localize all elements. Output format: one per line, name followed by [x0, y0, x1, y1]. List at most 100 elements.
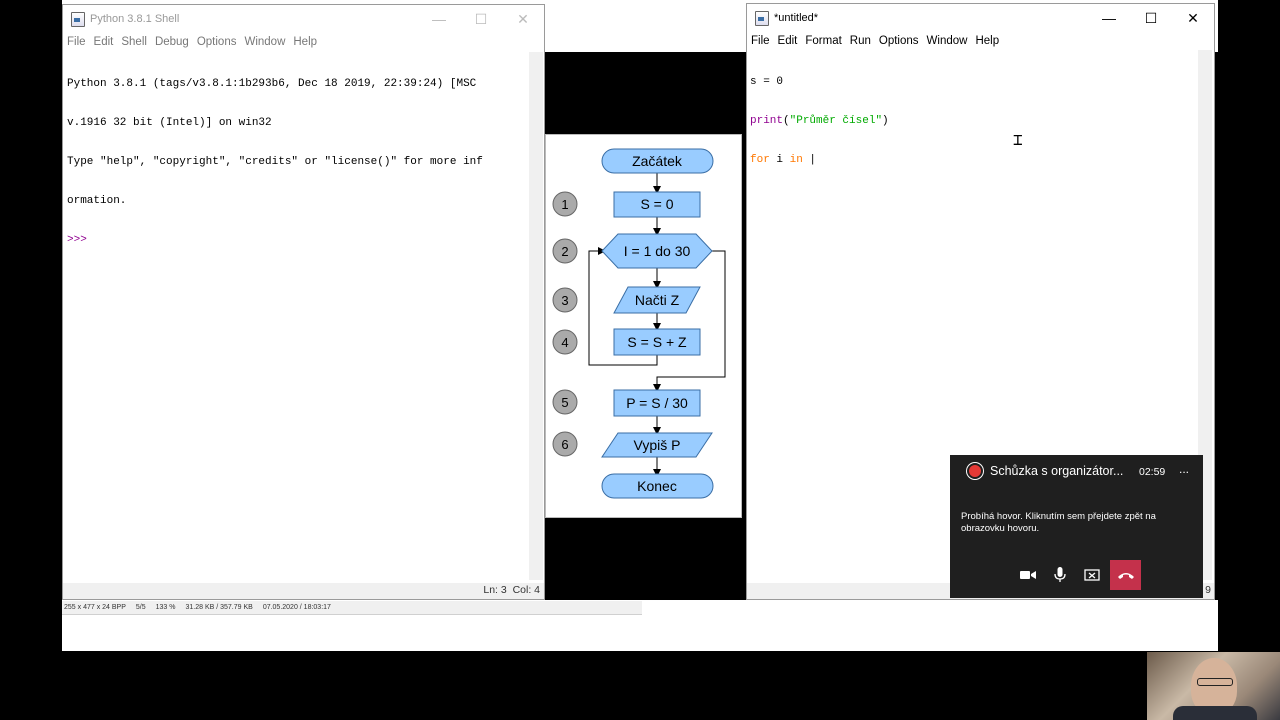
shell-cursor-position: Ln: 3 Col: 4: [483, 584, 540, 596]
menu-shell[interactable]: Shell: [121, 36, 147, 48]
sum-process: [613, 328, 701, 356]
more-options-button[interactable]: ...: [1179, 462, 1190, 476]
start-terminal: [601, 148, 714, 174]
share-screen-button[interactable]: [1077, 560, 1107, 590]
shell-output-line: ormation.: [67, 195, 127, 207]
minimize-button[interactable]: —: [1102, 10, 1116, 26]
flowchart-image: Začátek S = 0 I = 1 do 30 Načti Z S = S …: [545, 134, 742, 518]
shell-menubar: File Edit Shell Debug Options Window Hel…: [63, 33, 544, 51]
shell-titlebar[interactable]: Python 3.8.1 Shell — ☐ ✕: [63, 5, 544, 33]
close-button[interactable]: ✕: [1187, 9, 1199, 26]
string-literal: "Průměr čísel": [789, 115, 883, 127]
editor-menubar: File Edit Format Run Options Window Help: [747, 32, 1214, 50]
step-badge-4: [552, 329, 578, 355]
node-avg-label: P = S / 30: [626, 395, 688, 411]
keyword-for: for: [750, 154, 770, 166]
close-button[interactable]: ✕: [517, 10, 529, 27]
step-number: 2: [561, 244, 568, 259]
editor-status-text: 9: [1205, 584, 1211, 596]
step-number: 4: [561, 335, 568, 350]
step-badge-3: [552, 287, 578, 313]
maximize-button[interactable]: ☐: [474, 10, 488, 27]
node-sum-label: S = S + Z: [627, 334, 687, 350]
webcam-video-thumbnail: [1147, 652, 1280, 720]
python-shell-window: Python 3.8.1 Shell — ☐ ✕ File Edit Shell…: [62, 4, 545, 600]
teams-call-popup[interactable]: Schůzka s organizátor... 02:59 ... Probí…: [950, 455, 1203, 598]
menu-run[interactable]: Run: [849, 35, 871, 47]
node-start-label: Začátek: [632, 153, 683, 169]
step-number: 5: [561, 395, 568, 410]
microphone-button[interactable]: [1045, 560, 1075, 590]
viewer-status-page: 5/5: [135, 604, 146, 611]
recording-indicator-icon: [969, 465, 981, 477]
node-read-label: Načti Z: [635, 292, 680, 308]
menu-edit[interactable]: Edit: [93, 36, 114, 48]
microphone-icon: [1054, 567, 1066, 582]
menu-window[interactable]: Window: [926, 35, 968, 47]
camera-button[interactable]: [1013, 560, 1043, 590]
code-paren: (: [783, 115, 790, 127]
print-parallelogram: [601, 432, 713, 458]
menu-format[interactable]: Format: [805, 35, 842, 47]
code-paren: ): [882, 115, 889, 127]
shell-prompt: >>>: [67, 234, 94, 246]
viewer-status-date: 07.05.2020 / 18:03:17: [262, 604, 331, 611]
menu-edit[interactable]: Edit: [777, 35, 798, 47]
python-idle-icon: [71, 11, 85, 27]
menu-options[interactable]: Options: [878, 35, 919, 47]
hang-up-button[interactable]: [1110, 560, 1141, 590]
end-terminal: [601, 473, 714, 499]
minimize-button[interactable]: —: [432, 11, 446, 27]
ibeam-cursor-icon: ⌶: [1013, 130, 1023, 149]
shell-scrollbar[interactable]: [529, 52, 543, 580]
code-line-1: s = 0: [750, 76, 1196, 89]
keyword-in: in: [789, 154, 803, 166]
editor-scrollbar[interactable]: [1198, 50, 1212, 580]
shell-text-area[interactable]: Python 3.8.1 (tags/v3.8.1:1b293b6, Dec 1…: [67, 52, 527, 580]
loop-hexagon: [601, 233, 713, 269]
viewer-status-dimensions: 255 x 477 x 24 BPP: [64, 604, 126, 611]
step-number: 1: [561, 197, 568, 212]
viewer-status-zoom: 133 %: [155, 604, 176, 611]
viewer-status-size: 31.28 KB / 357.79 KB: [185, 604, 253, 611]
shell-output-line: v.1916 32 bit (Intel)] on win32: [67, 117, 272, 129]
node-loop-label: I = 1 do 30: [624, 243, 691, 259]
menu-file[interactable]: File: [751, 35, 770, 47]
node-print-label: Vypiš P: [634, 437, 681, 453]
call-message[interactable]: Probíhá hovor. Kliknutím sem přejdete zp…: [961, 511, 1156, 534]
node-end-label: Konec: [637, 478, 677, 494]
node-s0-label: S = 0: [640, 196, 673, 212]
camera-icon: [1020, 571, 1036, 579]
step-number: 6: [561, 437, 568, 452]
shell-statusbar: Ln: 3 Col: 4: [63, 583, 544, 599]
python-file-icon: [755, 10, 769, 26]
code-line-2: print("Průměr čísel"): [750, 115, 1196, 128]
step-badge-5: [552, 389, 578, 415]
person-shirt: [1173, 706, 1257, 720]
image-viewer-status-bar: 255 x 477 x 24 BPP 5/5 133 % 31.28 KB / …: [62, 601, 642, 615]
shell-output-line: Python 3.8.1 (tags/v3.8.1:1b293b6, Dec 1…: [67, 78, 477, 90]
editor-titlebar[interactable]: *untitled* — ☐ ✕: [747, 4, 1214, 32]
step-badge-1: [552, 191, 578, 217]
person-silhouette: [1191, 658, 1237, 714]
arrow-loop-exit: [653, 250, 726, 392]
shell-output-line: Type "help", "copyright", "credits" or "…: [67, 156, 483, 168]
maximize-button[interactable]: ☐: [1144, 9, 1158, 26]
menu-help[interactable]: Help: [975, 35, 1000, 47]
arrow-loop-back: [588, 247, 658, 366]
code-line-3: for i in |: [750, 154, 1196, 167]
shell-title: Python 3.8.1 Shell: [90, 13, 180, 25]
step-badge-2: [552, 238, 578, 264]
menu-options[interactable]: Options: [196, 36, 237, 48]
builtin-print: print: [750, 115, 784, 127]
code-text: s = 0: [750, 76, 784, 88]
s0-process: [613, 191, 701, 218]
menu-debug[interactable]: Debug: [154, 36, 189, 48]
meeting-title: Schůzka s organizátor...: [990, 464, 1124, 478]
flowchart-diagram: Začátek S = 0 I = 1 do 30 Načti Z S = S …: [552, 148, 726, 499]
menu-file[interactable]: File: [67, 36, 86, 48]
menu-window[interactable]: Window: [244, 36, 286, 48]
menu-help[interactable]: Help: [293, 36, 318, 48]
step-number: 3: [561, 293, 568, 308]
share-screen-icon: [1084, 568, 1100, 581]
